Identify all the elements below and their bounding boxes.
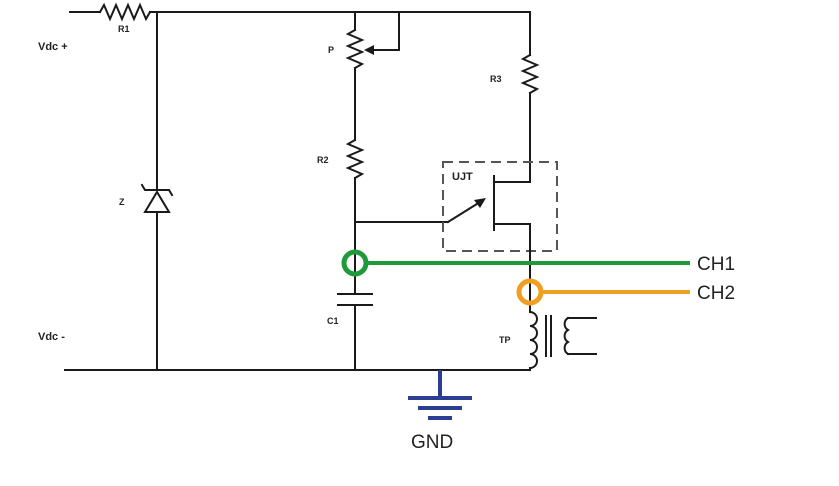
- label-r2: R2: [317, 155, 329, 165]
- label-ch2: CH2: [697, 283, 735, 304]
- timing-node-wire: [354, 177, 449, 295]
- ground-icon: [408, 370, 472, 420]
- capacitor-c1: [337, 293, 373, 371]
- ujt-transistor: [442, 161, 558, 313]
- label-z: Z: [119, 197, 125, 207]
- label-r3: R3: [490, 74, 502, 84]
- ch1-probe: [341, 249, 690, 277]
- resistor-r1: [98, 2, 152, 22]
- label-p: P: [328, 45, 334, 55]
- label-vdc-plus: Vdc +: [38, 41, 68, 53]
- label-tp: TP: [499, 335, 511, 345]
- label-r1: R1: [118, 24, 130, 34]
- potentiometer-p: [345, 11, 400, 70]
- ch2-probe: [516, 278, 690, 306]
- label-gnd: GND: [411, 432, 453, 453]
- pulse-transformer-tp: [528, 310, 597, 371]
- label-ujt: UJT: [452, 171, 473, 183]
- label-c1: C1: [327, 316, 339, 326]
- label-vdc-minus: Vdc -: [38, 331, 65, 343]
- label-ch1: CH1: [697, 254, 735, 275]
- resistor-r3: [520, 11, 540, 183]
- zener-diode-z: [140, 11, 174, 371]
- resistor-r2: [345, 67, 365, 180]
